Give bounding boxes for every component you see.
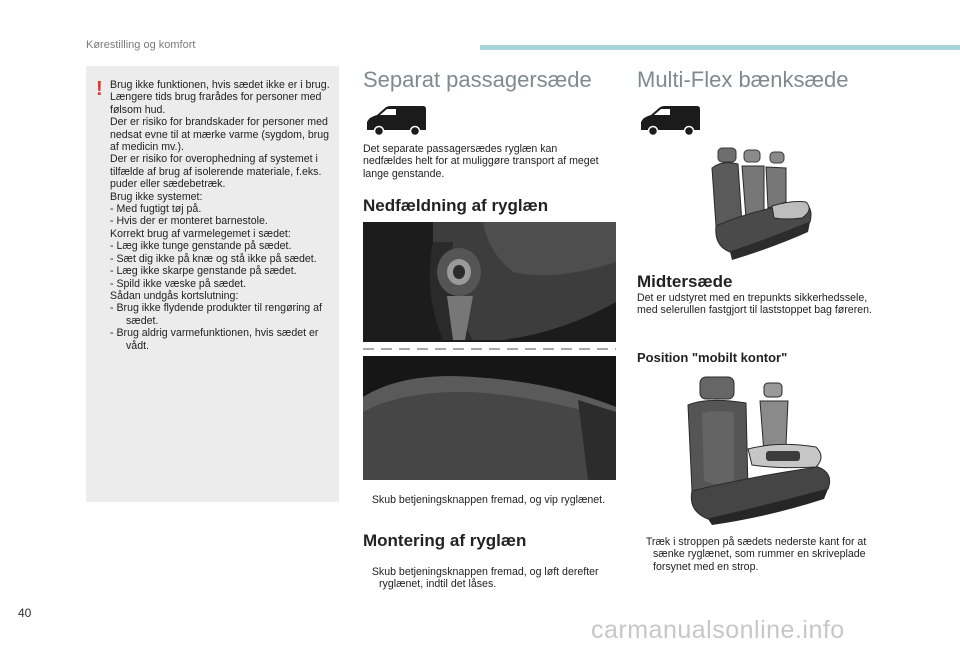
fold-instruction-text: Skub betjeningsknappen fremad, og vip ry…: [371, 494, 606, 506]
warning-line: Der er risiko for overophedning af syste…: [110, 153, 322, 191]
exclamation-icon: !: [96, 78, 103, 100]
page-number: 40: [18, 606, 32, 620]
van-icon: [363, 103, 429, 137]
warning-line: Der er risiko for brandskader for person…: [110, 116, 330, 154]
separate-seat-intro: Det separate passagersædes ryglæn kan ne…: [363, 143, 599, 180]
mount-instruction: Skub betjeningsknappen fremad, og løft d…: [363, 566, 619, 591]
warning-line: - Med fugtigt tøj på.: [110, 203, 202, 216]
warning-line: - Læg ikke tunge genstande på sædet.: [110, 240, 292, 253]
warning-line: Sådan undgås kortslutning:: [110, 289, 239, 302]
warning-line: - Brug ikke flydende produkter til rengø…: [110, 302, 322, 327]
warning-line: - Læg ikke skarpe genstande på sædet.: [110, 265, 297, 278]
warning-box: [86, 66, 339, 502]
warning-line: Brug ikke funktionen, hvis sædet ikke er…: [110, 79, 330, 91]
mount-backrest-heading: Montering af ryglæn: [363, 531, 527, 550]
warning-line: - Spild ikke væske på sædet.: [110, 277, 247, 290]
warning-text: Brug ikke funktionen, hvis sædet ikke er…: [110, 79, 336, 352]
section-label: Kørestilling og komfort: [86, 39, 196, 51]
middle-seat-text: Det er udstyret med en trepunkts sikkerh…: [637, 292, 872, 317]
mobile-office-illustration: [687, 376, 831, 525]
warning-line: - Brug aldrig varmefunktionen, hvis sæde…: [110, 327, 319, 352]
warning-line: - Hvis der er monteret barnestole.: [110, 215, 268, 228]
separate-seat-title: Separat passagersæde: [363, 67, 592, 92]
fold-backrest-heading: Nedfældning af ryglæn: [363, 196, 549, 215]
multiflex-title: Multi-Flex bænksæde: [637, 67, 849, 92]
warning-line: Længere tids brug frarådes for personer …: [110, 91, 322, 116]
bench-seat-illustration: [711, 147, 812, 260]
mount-instruction-text: Skub betjeningsknappen fremad, og løft d…: [371, 566, 599, 591]
middle-seat-heading: Midtersæde: [637, 272, 733, 291]
mobile-office-instruction-text: Træk i stroppen på sædets nederste kant …: [645, 536, 867, 573]
fold-instruction: Skub betjeningsknappen fremad, og vip ry…: [363, 494, 619, 506]
mobile-office-heading: Position "mobilt kontor": [637, 350, 788, 365]
seat-fold-photo: [363, 222, 616, 480]
watermark: carmanualsonline.info: [591, 616, 845, 644]
van-icon: [637, 103, 703, 137]
warning-line: - Sæt dig ikke på knæ og stå ikke på sæd…: [110, 252, 317, 265]
header-accent-bar: [480, 45, 960, 50]
warning-line: Korrekt brug af varmelegemet i sædet:: [110, 227, 291, 240]
warning-line: Brug ikke systemet:: [110, 190, 203, 203]
mobile-office-instruction: Træk i stroppen på sædets nederste kant …: [637, 536, 893, 573]
